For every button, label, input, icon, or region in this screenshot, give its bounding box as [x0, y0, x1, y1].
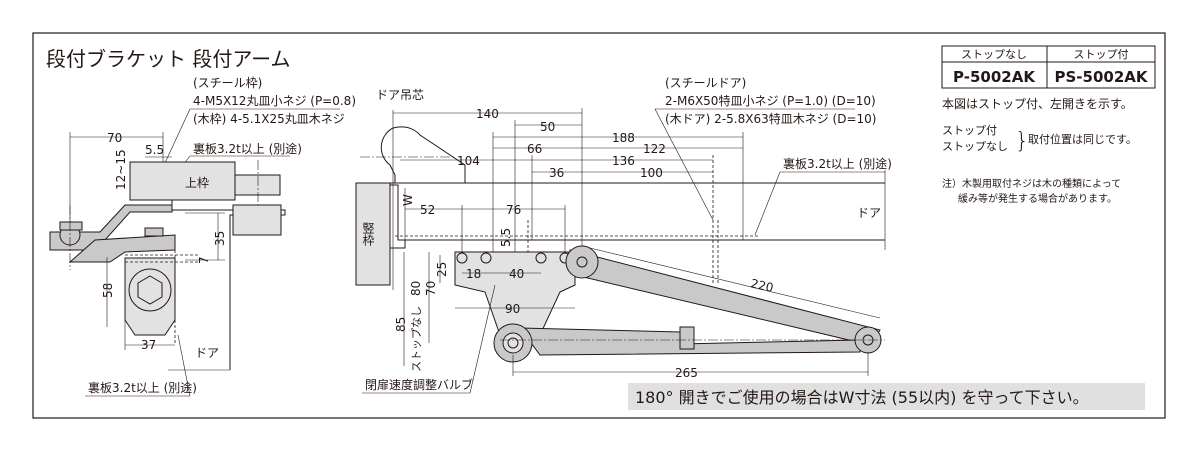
closer-body-end: [124, 257, 176, 336]
closer-body: [454, 251, 576, 336]
dim-70-main: 70: [424, 281, 438, 296]
backing-plate-note-main: 裏板3.2t以上 (別途): [783, 156, 892, 171]
dim-140: 140: [476, 107, 499, 121]
door-screw-note-line3: (木ドア) 2-5.8X63特皿木ネジ (D=10): [665, 111, 876, 126]
header-no-stop: ストップなし: [961, 48, 1027, 61]
note-without-stop: ストップなし: [942, 140, 1008, 153]
dim-188: 188: [612, 131, 635, 145]
screw-note-line3: (木枠) 4-5.1X25丸皿木ネジ: [193, 112, 345, 126]
dim-220: 220: [749, 276, 774, 295]
upper-frame-label: 上枠: [185, 176, 209, 190]
dim-122: 122: [643, 142, 666, 156]
dim-36: 36: [549, 166, 564, 180]
dim-85: 85: [394, 317, 408, 332]
brace-icon: }: [1015, 129, 1029, 154]
dim-18: 18: [466, 267, 481, 281]
backing-plate-note-bottom: 裏板3.2t以上 (別途): [88, 380, 197, 395]
dim-5.5-left: 5.5: [145, 143, 164, 157]
main-plan-view: ドア吊芯 ドア 竪枠 W 140 50 188 66 122 104 136 3…: [355, 76, 892, 394]
hinge-center-label: ドア吊芯: [376, 88, 424, 102]
dim-12-15: 12~15: [114, 149, 128, 190]
dim-70-left: 70: [107, 131, 122, 145]
header-with-stop: ストップ付: [1074, 48, 1129, 61]
warning-banner-text: 180° 開きでご使用の場合はW寸法 (55以内) を守って下さい。: [635, 388, 1089, 407]
arm-bracket-shape: [49, 204, 173, 251]
backing-plate-note-top: 裏板3.2t以上 (別途): [193, 141, 302, 156]
drawing-border: [32, 32, 1166, 419]
dim-40: 40: [509, 267, 524, 281]
dim-100: 100: [640, 166, 663, 180]
dim-50: 50: [540, 120, 555, 134]
dim-25: 25: [435, 262, 449, 277]
dim-35-left: 35: [213, 231, 227, 246]
model-no-stop: P-5002AK: [953, 68, 1036, 86]
screw-note-line1: (スチール枠): [193, 76, 262, 90]
warning-banner: [628, 383, 1145, 410]
dim-76: 76: [506, 203, 521, 217]
dim-52: 52: [420, 203, 435, 217]
door-screw-note-line1: (スチールドア): [665, 76, 746, 90]
side-frame-label: 竪枠: [361, 222, 375, 246]
dim-5.5-main: 5.5: [499, 228, 513, 247]
drawing-title: 段付ブラケット 段付アーム: [46, 47, 291, 71]
door-screw-note-line2: 2-M6X50特皿小ネジ (P=1.0) (D=10): [665, 93, 876, 108]
model-table: ストップなし ストップ付 P-5002AK PS-5002AK: [941, 45, 1156, 89]
left-side-view: (スチール枠) 4-M5X12丸皿小ネジ (P=0.8) (木枠) 4-5.1X…: [49, 76, 356, 397]
dim-80: 80: [409, 281, 423, 296]
dim-104: 104: [457, 154, 480, 168]
dim-58-left: 58: [101, 283, 115, 298]
dim-7-left: 7: [197, 256, 211, 264]
note-with-stop: ストップ付: [942, 124, 997, 137]
model-with-stop: PS-5002AK: [1054, 68, 1148, 86]
side-frame-shape: [355, 182, 391, 286]
door-label-left: ドア: [195, 346, 219, 360]
screw-note-line2: 4-M5X12丸皿小ネジ (P=0.8): [193, 94, 356, 108]
dim-66: 66: [527, 142, 542, 156]
w-dimension: W: [401, 194, 415, 206]
dim-90: 90: [505, 302, 520, 316]
door-label-main: ドア: [857, 206, 881, 220]
dim-265: 265: [675, 366, 698, 380]
caution-line1: 注）木製用取付ネジは木の種類によって: [942, 177, 1121, 190]
dim-37-left: 37: [141, 338, 156, 352]
valve-label: 閉扉速度調整バルブ: [365, 377, 473, 392]
note-same-position: 取付位置は同じです。: [1028, 132, 1137, 146]
upper-frame-shape: [129, 161, 236, 201]
caution-line2: 緩み等が発生する場合があります。: [958, 192, 1117, 205]
dim-136: 136: [612, 154, 635, 168]
note-shown: 本図はストップ付、左開きを示す。: [942, 96, 1133, 111]
no-stop-label: ストップなし: [410, 306, 423, 372]
